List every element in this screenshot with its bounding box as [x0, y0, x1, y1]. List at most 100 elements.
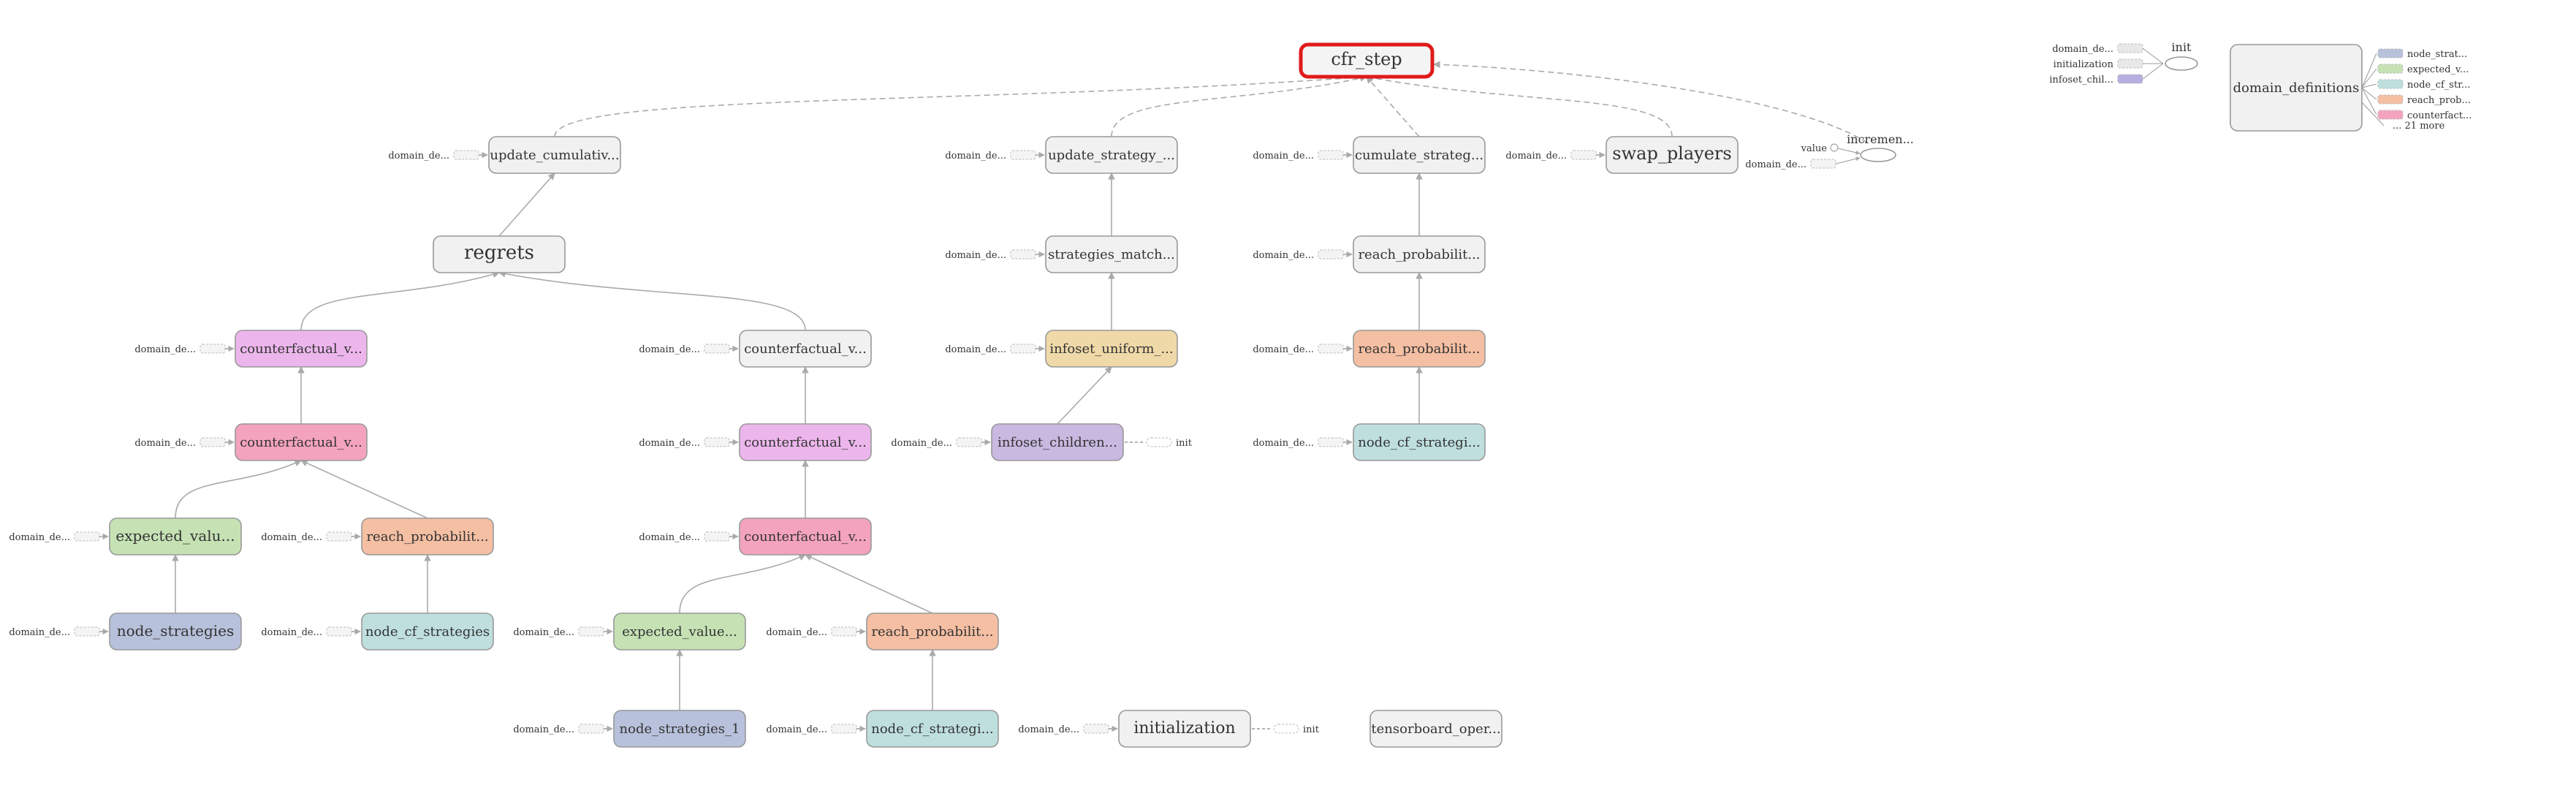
node-update-strategy[interactable]: update_strategy_...: [1045, 136, 1178, 174]
node-reach-prob-c1[interactable]: reach_probabilit...: [1353, 235, 1486, 273]
node-cf-v-b2[interactable]: counterfactual_v...: [739, 517, 872, 555]
node-box: [1045, 136, 1178, 174]
output-arrow: [2361, 68, 2377, 88]
node-node-cf-strategi-b[interactable]: node_cf_strategi...: [866, 710, 999, 748]
node-label: update_cumulativ...: [490, 148, 619, 163]
node-update-cumulative[interactable]: update_cumulativ...: [488, 136, 621, 174]
output-label: reach_prob...: [2407, 95, 2471, 106]
domain-stub[interactable]: domain_de...: [1253, 344, 1353, 355]
node-domain-definitions[interactable]: domain_definitions: [2230, 44, 2363, 132]
node-node-strategies[interactable]: node_strategies: [109, 613, 242, 651]
node-node-cf-strategies[interactable]: node_cf_strategies: [361, 613, 494, 651]
node-cf-v-a1[interactable]: counterfactual_v...: [235, 330, 368, 368]
node-label: reach_probabilit...: [871, 624, 993, 640]
node-initialization[interactable]: initialization: [1118, 710, 1251, 748]
node-label: counterfactual_v...: [744, 341, 867, 357]
node-box: [1045, 330, 1178, 368]
stub-box: [1010, 150, 1036, 160]
domain-stub[interactable]: domain_de...: [513, 724, 613, 735]
init-stub[interactable]: init: [1125, 437, 1193, 449]
domain-stub[interactable]: domain_de...: [513, 626, 613, 638]
edge-update_cumulative-cfr_step: [554, 73, 1367, 137]
output-box: [2377, 79, 2404, 89]
domain-stub[interactable]: domain_de...: [1018, 724, 1118, 735]
node-label: strategies_match...: [1048, 247, 1175, 262]
node-infoset-children[interactable]: infoset_children...: [991, 423, 1124, 461]
node-box: [361, 613, 494, 651]
node-cumulate-strateg[interactable]: cumulate_strateg...: [1353, 136, 1486, 174]
output-label: counterfact...: [2407, 110, 2471, 121]
stub-label: domain_de...: [945, 250, 1006, 261]
domain-stub[interactable]: domain_de...: [1253, 249, 1353, 261]
output-arrow: [2361, 87, 2377, 115]
output-label: expected_v...: [2407, 64, 2469, 75]
stub-box: [1318, 344, 1344, 354]
domain-stub[interactable]: domain_de...: [261, 531, 361, 543]
node-label: node_cf_strategi...: [1358, 435, 1480, 450]
init-stub[interactable]: init: [1252, 724, 1320, 735]
domain-stub[interactable]: domain_de...: [639, 531, 739, 543]
node-box: [739, 330, 872, 368]
node-box: [433, 235, 566, 273]
node-reach-prob-c2[interactable]: reach_probabilit...: [1353, 330, 1486, 368]
domain-stub[interactable]: domain_de...: [945, 150, 1045, 162]
domain-stub[interactable]: domain_de...: [639, 344, 739, 355]
node-expected-value-a[interactable]: expected_valu...: [109, 517, 242, 555]
stub-box: [1318, 249, 1344, 259]
domain-stub[interactable]: domain_de...: [639, 437, 739, 449]
domain-stub[interactable]: domain_de...: [388, 150, 488, 162]
domain-stub[interactable]: domain_de...: [1253, 437, 1353, 449]
node-cfr-step[interactable]: cfr_step: [1299, 42, 1435, 79]
domain-stub[interactable]: domain_de...: [1253, 150, 1353, 162]
domain-stub[interactable]: domain_de...: [9, 626, 109, 638]
node-cf-v-b0[interactable]: counterfactual_v...: [739, 330, 872, 368]
domain-output[interactable]: counterfact...: [2361, 87, 2471, 121]
stub-arrow: [2142, 63, 2164, 80]
domain-stub[interactable]: domain_de...: [134, 344, 235, 355]
node-regrets[interactable]: regrets: [433, 235, 566, 273]
domain-stub[interactable]: domain_de...: [945, 249, 1045, 261]
stub-box: [578, 626, 604, 637]
node-box: [1369, 710, 1502, 748]
stub-box: [1146, 437, 1172, 447]
variable-ellipse: [2165, 56, 2198, 71]
domain-stub[interactable]: domain_de...: [9, 531, 109, 543]
node-tensorboard-oper[interactable]: tensorboard_oper...: [1369, 710, 1502, 748]
stub-box: [578, 724, 604, 734]
domain-stub[interactable]: domain_de...: [766, 626, 866, 638]
edge-cumulate_strateg-cfr_step: [1366, 76, 1420, 137]
domain-stub[interactable]: domain_de...: [261, 626, 361, 638]
node-reach-prob-a[interactable]: reach_probabilit...: [361, 517, 494, 555]
node-node-strategies-1[interactable]: node_strategies_1: [613, 710, 746, 748]
node-incremen[interactable]: incremen...valuedomain_de...: [1745, 132, 1914, 170]
domain-stub[interactable]: domain_de...: [891, 437, 991, 449]
node-label: domain_definitions: [2233, 80, 2360, 96]
node-box: [235, 330, 368, 368]
node-reach-prob-b[interactable]: reach_probabilit...: [866, 613, 999, 651]
node-box: [613, 613, 746, 651]
node-strategies-match[interactable]: strategies_match...: [1045, 235, 1178, 273]
node-expected-value-b[interactable]: expected_value...: [613, 613, 746, 651]
domain-output[interactable]: node_strat...: [2361, 48, 2467, 88]
node-cf-v-b1[interactable]: counterfactual_v...: [739, 423, 872, 461]
node-box: [1353, 423, 1486, 461]
node-box: [1118, 710, 1251, 748]
output-box: [2377, 110, 2404, 120]
domain-stub[interactable]: domain_de...: [134, 437, 235, 449]
node-node-cf-strategi-c[interactable]: node_cf_strategi...: [1353, 423, 1486, 461]
node-swap-players[interactable]: swap_players: [1606, 136, 1739, 174]
node-box: [488, 136, 621, 174]
node-infoset-uniform[interactable]: infoset_uniform_...: [1045, 330, 1178, 368]
domain-output[interactable]: expected_v...: [2361, 64, 2469, 88]
domain-stub[interactable]: domain_de...: [766, 724, 866, 735]
node-label: counterfactual_v...: [744, 435, 867, 450]
domain-output[interactable]: reach_prob...: [2361, 87, 2471, 106]
node-box: [1353, 330, 1486, 368]
domain-stub[interactable]: domain_de...: [945, 344, 1045, 355]
domain-stub[interactable]: domain_de...: [1505, 150, 1606, 162]
node-init[interactable]: initdomain_de...initializationinfoset_ch…: [2049, 40, 2198, 86]
stub-box: [74, 626, 100, 637]
domain-output[interactable]: node_cf_str...: [2361, 79, 2470, 91]
node-cf-v-a2[interactable]: counterfactual_v...: [235, 423, 368, 461]
